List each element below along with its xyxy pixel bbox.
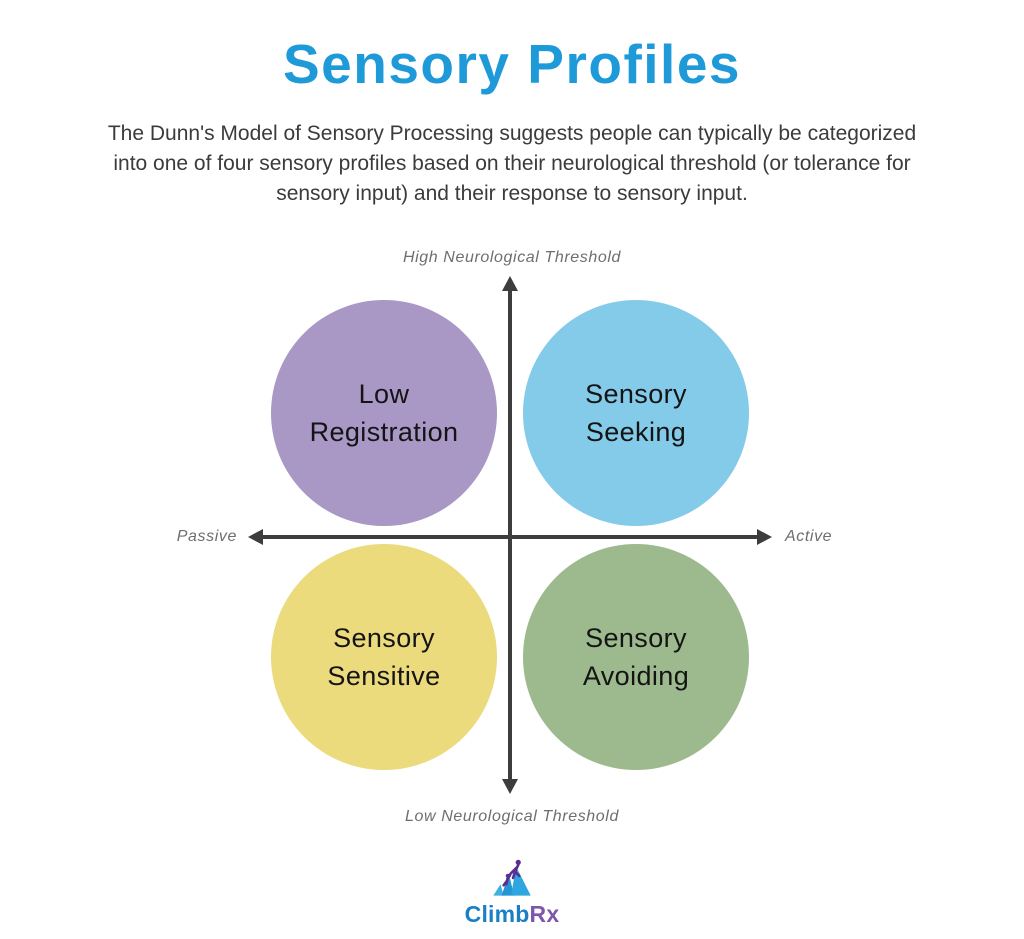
right-arrowhead-icon [757, 529, 772, 545]
quadrant-label-line: Sensory [585, 623, 687, 653]
quadrant-label-line: Sensitive [327, 661, 441, 691]
quadrant-sensory-avoiding: Sensory Avoiding [523, 544, 749, 770]
description-text: The Dunn's Model of Sensory Processing s… [107, 122, 917, 205]
left-arrowhead-icon [248, 529, 263, 545]
down-arrowhead-icon [502, 779, 518, 794]
climbrx-wordmark: ClimbRx [465, 901, 560, 928]
axis-label-active: Active [785, 528, 833, 545]
quadrant-label-line: Sensory [333, 623, 435, 653]
quadrant-label-line: Avoiding [582, 661, 690, 691]
quadrant-label-line: Sensory [585, 379, 687, 409]
axis-label-low-threshold: Low Neurological Threshold [405, 808, 619, 825]
up-arrowhead-icon [502, 276, 518, 291]
quadrant-sensory-seeking: Sensory Seeking [523, 300, 749, 526]
brand-name-climb: Climb [464, 901, 530, 927]
quadrant-label-line: Seeking [585, 417, 687, 447]
axis-label-passive: Passive [176, 528, 237, 545]
climbrx-logo: ClimbRx [0, 858, 1024, 928]
mountain-climbers-icon [493, 859, 531, 896]
quadrant-low-registration: Low Registration [271, 300, 497, 526]
quadrant-label-line: Low [358, 379, 410, 409]
page-title: Sensory Profiles [282, 33, 742, 95]
axis-label-high-threshold: High Neurological Threshold [402, 249, 622, 266]
quadrant-label-line: Registration [309, 417, 459, 447]
quadrant-sensory-sensitive: Sensory Sensitive [271, 544, 497, 770]
brand-name-rx: Rx [529, 901, 560, 927]
